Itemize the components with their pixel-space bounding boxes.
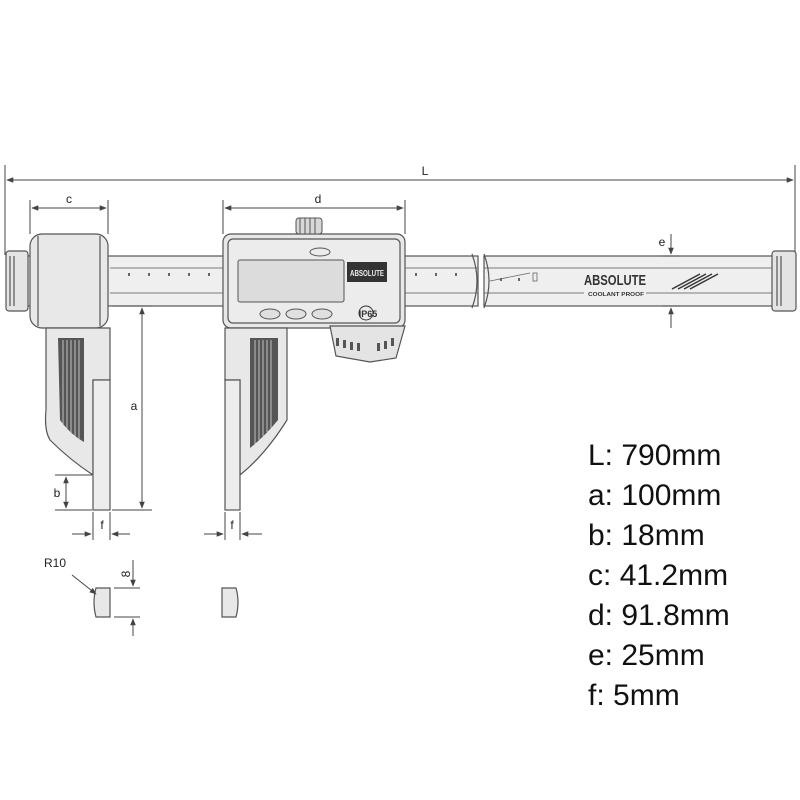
spec-list: L: 790mm a: 100mm b: 18mm c: 41.2mm d: 9…	[588, 436, 730, 716]
slider-buttons	[259, 308, 333, 320]
beam-coolant-bar	[584, 289, 646, 298]
spec-a-value: 100mm	[621, 479, 722, 512]
spec-L-value: 790mm	[621, 439, 722, 472]
spec-d-value: 91.8mm	[621, 599, 730, 632]
dimension-b-label: b	[54, 486, 61, 500]
slider-indicator	[309, 247, 331, 257]
spec-b: b: 18mm	[588, 516, 730, 556]
dimension-f-left	[72, 512, 130, 540]
radius-label: R10	[44, 556, 66, 570]
spec-e-label: e:	[588, 639, 614, 672]
beam-hatch	[671, 273, 719, 290]
thickness-label: 8	[119, 570, 133, 577]
spec-c-label: c:	[588, 559, 612, 592]
spec-e: e: 25mm	[588, 636, 730, 676]
dimension-d-label: d	[315, 192, 322, 206]
dimension-d	[222, 200, 406, 234]
radius-leader	[71, 574, 97, 595]
jaw-tip-section-left	[93, 587, 111, 618]
dimension-b	[55, 474, 92, 511]
dimension-c-label: c	[66, 192, 72, 206]
spec-f-label: f:	[588, 679, 605, 712]
slider-jaw-grip-lines	[254, 340, 272, 444]
beam-scale-window	[532, 272, 538, 282]
ip-rating: IP65	[359, 309, 378, 319]
fixed-jaw-grip-lines	[62, 340, 80, 440]
spec-a-label: a:	[588, 479, 614, 512]
dimension-L	[4, 165, 796, 255]
slider-button-1	[259, 308, 281, 320]
dimension-e	[662, 234, 680, 328]
beam-end-cap-left	[5, 250, 29, 312]
spec-b-label: b:	[588, 519, 614, 552]
slider-knob	[295, 217, 323, 235]
beam-coolant-text: COOLANT PROOF	[588, 292, 644, 298]
dimension-c	[29, 200, 109, 234]
spec-d: d: 91.8mm	[588, 596, 730, 636]
dimension-f-right	[204, 512, 262, 540]
spec-L: L: 790mm	[588, 436, 730, 476]
beam-brand: ABSOLUTE	[584, 272, 646, 289]
dimension-L-label: L	[422, 164, 429, 178]
slider-button-2	[285, 308, 307, 320]
beam-end-cap-right	[771, 250, 797, 312]
spec-f: f: 5mm	[588, 676, 730, 716]
jaw-tip-section-right	[221, 587, 239, 618]
beam-break	[471, 253, 490, 309]
dimension-a	[112, 305, 152, 511]
beam-scale-ticks	[128, 273, 520, 281]
dimension-f-right-label: f	[230, 518, 234, 532]
dimension-thickness	[114, 560, 140, 636]
ip-circle	[358, 305, 374, 321]
spec-c-value: 41.2mm	[619, 559, 729, 592]
slider-button-3	[311, 308, 333, 320]
spec-e-value: 25mm	[621, 639, 705, 672]
lcd-display	[237, 259, 345, 303]
dimension-a-label: a	[131, 399, 138, 413]
slider-serrations	[336, 338, 394, 351]
beam-scale-mark	[489, 272, 531, 282]
slider-brand: ABSOLUTE	[350, 269, 385, 278]
spec-b-value: 18mm	[621, 519, 705, 552]
spec-d-label: d:	[588, 599, 614, 632]
spec-a: a: 100mm	[588, 476, 730, 516]
dimension-f-left-label: f	[100, 518, 104, 532]
spec-c: c: 41.2mm	[588, 556, 730, 596]
spec-f-value: 5mm	[613, 679, 680, 712]
slider-brand-plate	[347, 262, 387, 282]
dimension-e-label: e	[659, 235, 666, 249]
spec-L-label: L:	[588, 439, 614, 472]
